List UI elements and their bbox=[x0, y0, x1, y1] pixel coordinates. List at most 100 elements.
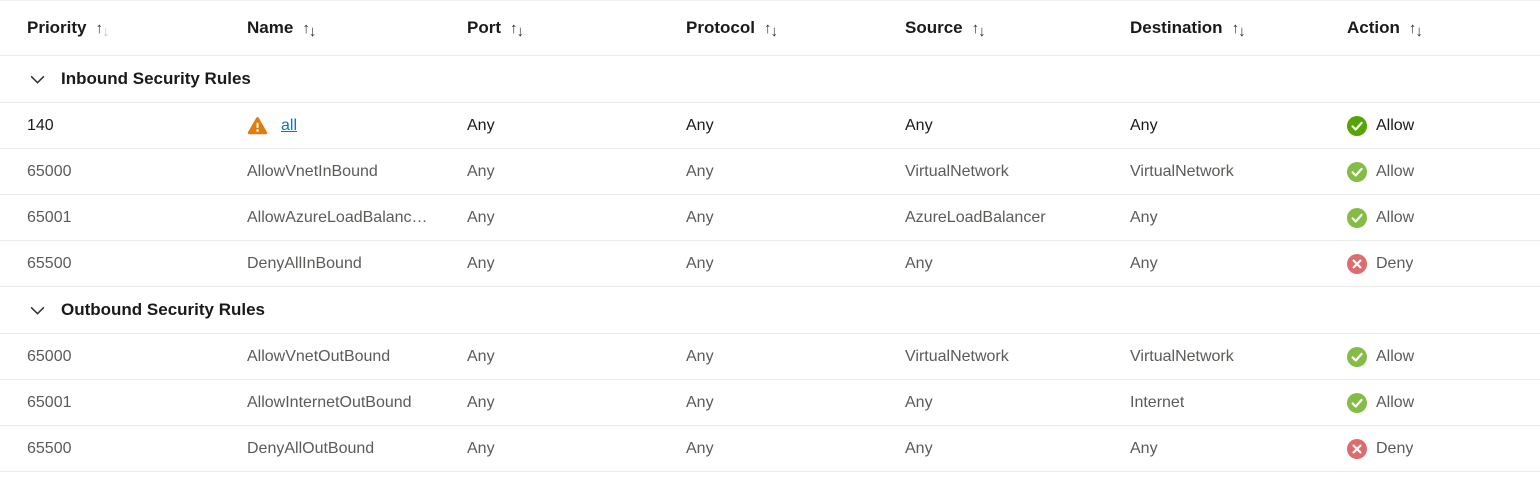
cell-text: Any bbox=[686, 254, 714, 272]
sort-down-icon: ↓ bbox=[1415, 22, 1423, 40]
cell-text: Any bbox=[686, 439, 714, 457]
cell-text: Any bbox=[686, 116, 714, 134]
column-header-label: Name bbox=[247, 18, 294, 37]
cell-text: DenyAllOutBound bbox=[247, 439, 375, 457]
cell-text: 65500 bbox=[27, 254, 72, 272]
warning-icon bbox=[247, 117, 268, 135]
action-status-icon bbox=[1347, 115, 1367, 136]
sort-up-icon: ↑ bbox=[510, 19, 518, 37]
chevron-container[interactable] bbox=[29, 71, 46, 88]
cell-name: AllowAzureLoadBalanc… bbox=[247, 209, 467, 227]
sort-up-icon: ↑ bbox=[1408, 19, 1417, 37]
sort-down-icon: ↓ bbox=[978, 22, 986, 40]
column-header-priority[interactable]: Priority↑↓ bbox=[27, 18, 247, 40]
sort-arrows-icon: ↑↓ bbox=[763, 19, 778, 40]
chevron-container[interactable] bbox=[29, 302, 46, 319]
cell-source: Any bbox=[905, 117, 1130, 135]
sort-arrows-icon: ↑↓ bbox=[1408, 19, 1423, 40]
column-header-protocol[interactable]: Protocol ↑↓ bbox=[686, 18, 905, 40]
group-header-inbound[interactable]: Inbound Security Rules bbox=[0, 56, 1540, 103]
sort-up-icon: ↑ bbox=[1231, 19, 1240, 37]
sort-arrows-icon: ↑↓ bbox=[971, 19, 986, 40]
sort-arrows-icon: ↑↓ bbox=[96, 21, 110, 40]
cell-protocol: Any bbox=[686, 348, 905, 366]
sort-down-icon: ↓ bbox=[770, 22, 778, 40]
cell-action: Allow bbox=[1347, 207, 1540, 228]
column-header-destination[interactable]: Destination↑↓ bbox=[1130, 18, 1347, 39]
cell-text: 65500 bbox=[27, 439, 72, 457]
cell-priority: 65000 bbox=[27, 163, 247, 181]
cell-text: Any bbox=[686, 208, 714, 226]
column-header-port[interactable]: Port↑↓ bbox=[467, 18, 686, 39]
sort-up-icon: ↑ bbox=[302, 19, 310, 37]
cell-text: VirtualNetwork bbox=[905, 347, 1009, 365]
action-status-icon bbox=[1347, 253, 1367, 274]
cell-port: Any bbox=[467, 440, 686, 458]
cell-text: Any bbox=[905, 254, 933, 272]
cell-destination: Any bbox=[1130, 209, 1347, 227]
column-header-source[interactable]: Source↑↓ bbox=[905, 18, 1130, 40]
cell-destination: Any bbox=[1130, 117, 1347, 135]
group-header-outbound[interactable]: Outbound Security Rules bbox=[0, 287, 1540, 334]
cell-protocol: Any bbox=[686, 163, 905, 181]
cell-text: Any bbox=[467, 208, 495, 226]
cell-port: Any bbox=[467, 394, 686, 412]
chevron-down-icon bbox=[30, 306, 45, 315]
cell-protocol: Any bbox=[686, 440, 905, 458]
cell-text: VirtualNetwork bbox=[1130, 162, 1234, 180]
cell-name: all bbox=[247, 116, 467, 135]
table-row[interactable]: 65500 DenyAllOutBound Any Any Any Any Deny bbox=[0, 426, 1540, 472]
allow-icon bbox=[1347, 161, 1367, 182]
cell-text: AllowVnetOutBound bbox=[247, 347, 391, 365]
cell-name: AllowVnetOutBound bbox=[247, 348, 467, 366]
cell-destination: Any bbox=[1130, 440, 1347, 458]
cell-source: VirtualNetwork bbox=[905, 348, 1130, 366]
allow-icon bbox=[1347, 346, 1367, 367]
cell-text: Any bbox=[905, 439, 933, 457]
cell-text: Any bbox=[686, 347, 714, 365]
group-header-label: Outbound Security Rules bbox=[61, 300, 266, 319]
cell-text: Deny bbox=[1376, 439, 1414, 457]
column-header-label: Protocol bbox=[686, 18, 755, 37]
group-header-label: Inbound Security Rules bbox=[61, 69, 251, 88]
column-header-label: Port bbox=[467, 18, 501, 37]
cell-text: Allow bbox=[1376, 393, 1415, 411]
cell-text: Internet bbox=[1130, 393, 1185, 411]
chevron-down-icon bbox=[30, 75, 45, 84]
rule-name-link[interactable]: all bbox=[281, 116, 298, 134]
column-header-name[interactable]: Name↑↓ bbox=[247, 18, 467, 39]
cell-text: AllowAzureLoadBalanc… bbox=[247, 208, 428, 226]
cell-priority: 140 bbox=[27, 117, 247, 135]
cell-text: VirtualNetwork bbox=[1130, 347, 1234, 365]
cell-text: Any bbox=[467, 439, 495, 457]
sort-up-icon: ↑ bbox=[971, 19, 980, 37]
cell-text: Any bbox=[1130, 116, 1158, 134]
cell-text: 140 bbox=[27, 116, 54, 134]
deny-icon bbox=[1347, 253, 1367, 274]
column-header-action[interactable]: Action↑↓ bbox=[1347, 18, 1540, 40]
cell-text: 65000 bbox=[27, 347, 72, 365]
cell-protocol: Any bbox=[686, 255, 905, 273]
cell-text: AllowInternetOutBound bbox=[247, 393, 412, 411]
table-header-row: Priority↑↓Name↑↓Port↑↓Protocol↑↓Source↑↓… bbox=[0, 1, 1540, 56]
cell-port: Any bbox=[467, 348, 686, 366]
allow-icon bbox=[1347, 392, 1367, 413]
cell-action: Deny bbox=[1347, 438, 1540, 459]
cell-text: Any bbox=[467, 116, 495, 134]
sort-up-icon: ↑ bbox=[763, 19, 772, 37]
cell-text: Any bbox=[905, 393, 933, 411]
cell-priority: 65500 bbox=[27, 255, 247, 273]
cell-priority: 65001 bbox=[27, 394, 247, 412]
cell-action: Allow bbox=[1347, 115, 1540, 136]
action-status-icon bbox=[1347, 392, 1367, 413]
cell-destination: VirtualNetwork bbox=[1130, 348, 1347, 366]
sort-down-icon: ↓ bbox=[102, 22, 110, 40]
